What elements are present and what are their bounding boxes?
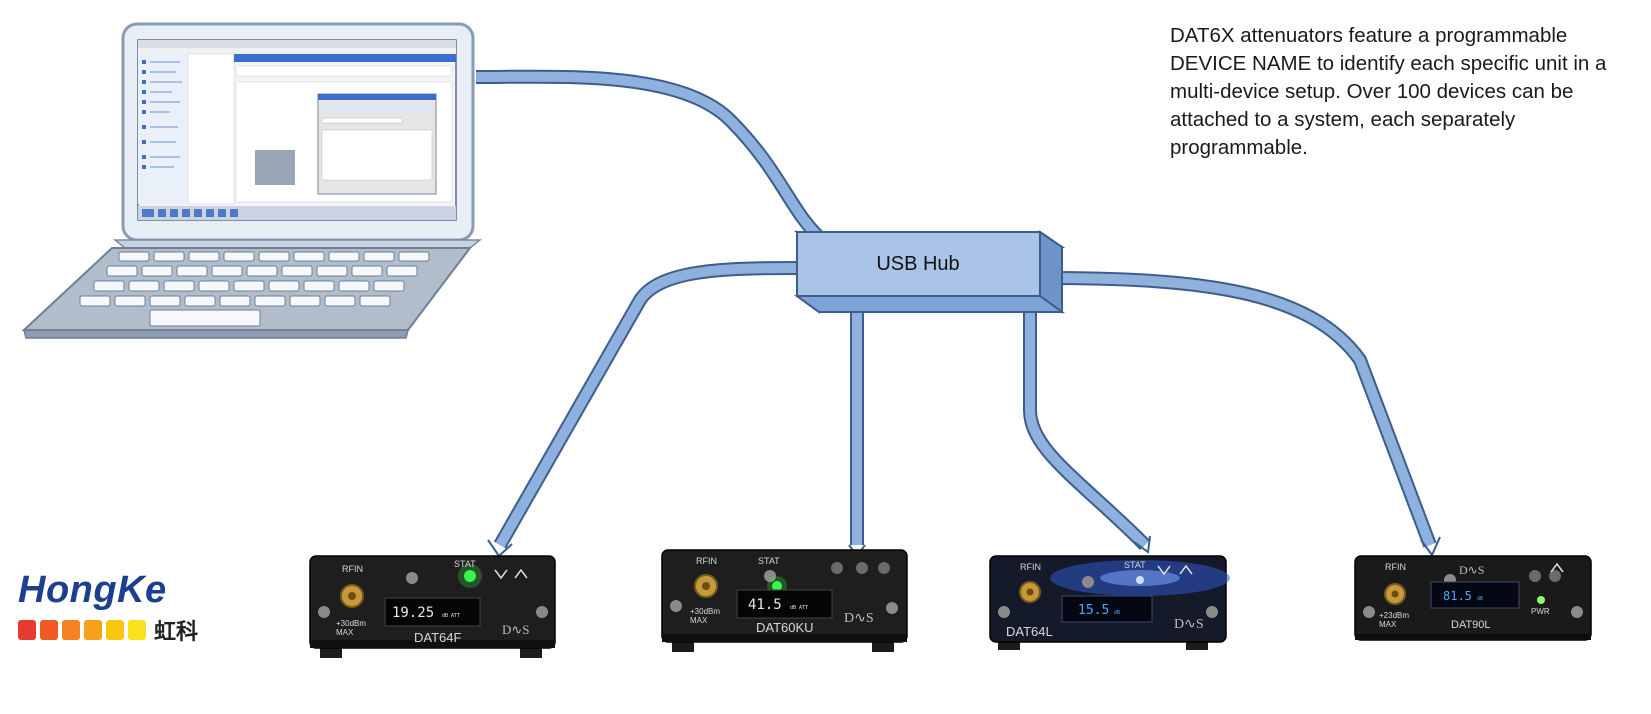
hub-label: USB Hub bbox=[876, 253, 959, 275]
arrow-tip-3 bbox=[1133, 535, 1151, 554]
lcd-unit: dB ATT bbox=[790, 605, 808, 611]
device-model: DAT90L bbox=[1451, 619, 1491, 631]
keyboard bbox=[79, 251, 430, 307]
lcd-display bbox=[1061, 595, 1153, 623]
dqs-logo-icon: D∿S bbox=[844, 611, 874, 626]
lcd-reading: 41.5 bbox=[748, 597, 782, 613]
lcd-reading: 19.25 bbox=[392, 605, 434, 621]
lcd-unit: dB ATT bbox=[442, 613, 460, 619]
arrow-down-icon bbox=[1157, 565, 1171, 576]
device-rf-label: RFIN bbox=[1020, 562, 1041, 572]
logo-chinese-name: 虹科 bbox=[154, 620, 199, 645]
lcd-unit: dB bbox=[1477, 596, 1483, 602]
device-dat64l: RFIN STAT 15.5 dB DAT64L D∿S bbox=[989, 555, 1230, 650]
status-led bbox=[464, 570, 476, 582]
logo-square-icon bbox=[62, 620, 80, 640]
device-rf-label: RFIN bbox=[696, 556, 717, 566]
arrow-down-icon bbox=[494, 569, 508, 580]
laptop-hinge bbox=[112, 239, 483, 249]
device-model: DAT64L bbox=[1006, 624, 1053, 639]
device-rf-label: RFIN bbox=[1385, 562, 1406, 572]
lcd-display bbox=[736, 589, 833, 619]
lcd-display bbox=[1430, 581, 1520, 609]
status-led bbox=[1136, 576, 1144, 584]
laptop bbox=[21, 22, 483, 339]
device-model: DAT60KU bbox=[756, 620, 814, 635]
description-text: DAT6X attenuators feature a programmable… bbox=[1170, 24, 1607, 159]
hub-front bbox=[796, 231, 1041, 297]
logo-subline: 虹科 bbox=[18, 614, 248, 646]
device-stat-label: PWR bbox=[1531, 607, 1550, 616]
lcd-unit: dB bbox=[1114, 610, 1120, 616]
status-led bbox=[1537, 596, 1545, 604]
touchpad bbox=[149, 309, 261, 327]
logo-square-icon bbox=[128, 620, 146, 640]
lcd-reading: 81.5 bbox=[1443, 589, 1472, 603]
arrow-up-icon bbox=[1179, 564, 1193, 575]
device-stat-label: STAT bbox=[758, 556, 780, 566]
arrow-up-icon bbox=[1550, 562, 1564, 573]
cable-hub-device1 bbox=[493, 261, 801, 549]
lcd-reading: 15.5 bbox=[1078, 603, 1109, 618]
status-led bbox=[772, 581, 782, 591]
logo-square-icon bbox=[84, 620, 102, 640]
dqs-logo-icon: D∿S bbox=[1459, 563, 1484, 577]
arrow-up-icon bbox=[514, 568, 528, 579]
device-rf-label: RFIN bbox=[342, 564, 363, 574]
device-stat-label: STAT bbox=[454, 559, 476, 569]
logo-square-icon bbox=[18, 620, 36, 640]
cable-hub-device3 bbox=[1023, 312, 1150, 550]
usb-hub: USB Hub bbox=[793, 230, 1066, 314]
hongke-logo: HongKe 虹科 bbox=[18, 570, 248, 646]
device-model: DAT64F bbox=[414, 630, 461, 645]
dqs-logo-icon: D∿S bbox=[1174, 617, 1204, 632]
logo-square-icon bbox=[40, 620, 58, 640]
logo-name: HongKe bbox=[18, 569, 167, 611]
arrow-tip-4 bbox=[1420, 536, 1441, 557]
dqs-logo-icon: D∿S bbox=[502, 622, 530, 637]
lcd-display bbox=[384, 597, 481, 627]
device-stat-label: STAT bbox=[1124, 560, 1146, 570]
usb-cables bbox=[475, 69, 1441, 558]
logo-square-icon bbox=[106, 620, 124, 640]
